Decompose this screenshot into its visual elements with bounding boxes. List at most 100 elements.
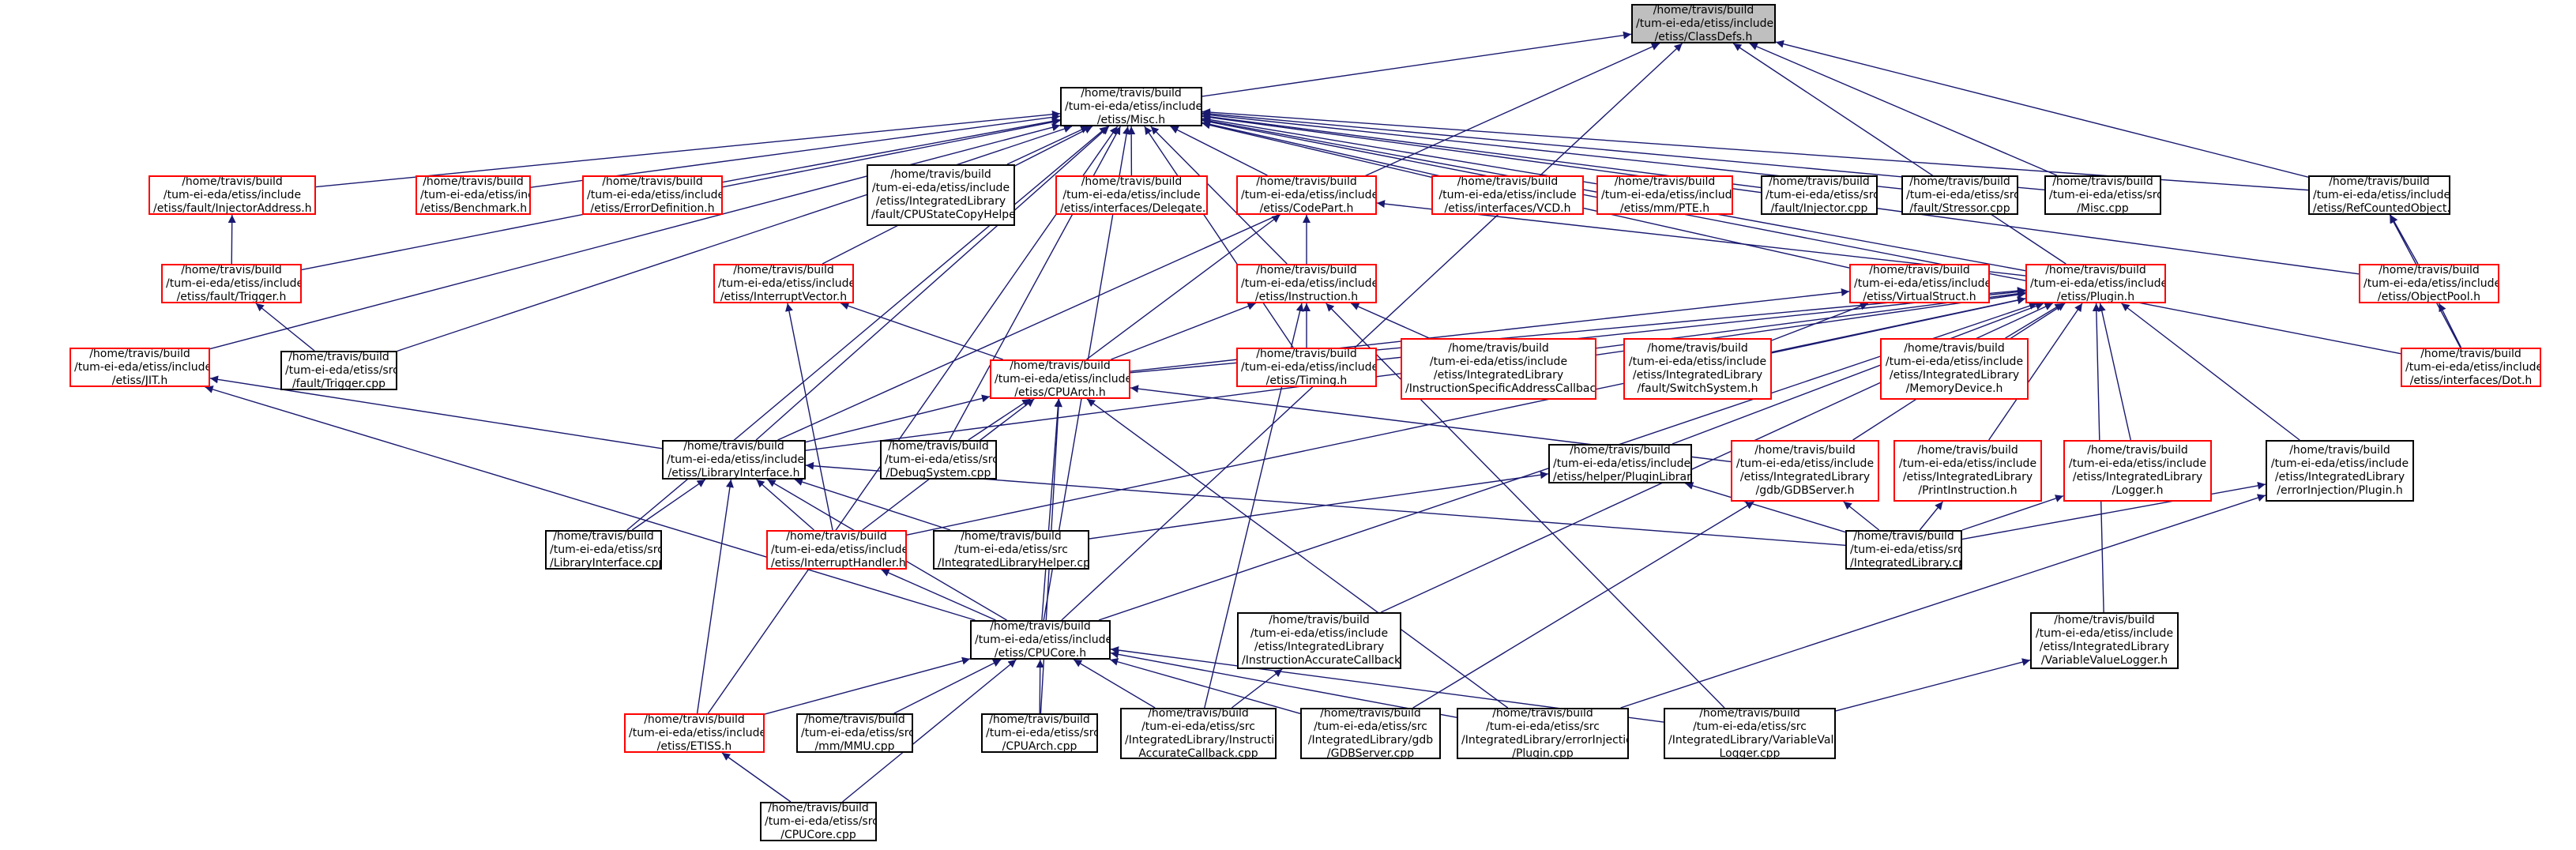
file-node-logger-h[interactable]: /home/travis/build/tum-ei-eda/etiss/incl…: [2063, 440, 2212, 502]
file-node-injector-cpp[interactable]: /home/travis/build/tum-ei-eda/etiss/src/…: [1761, 175, 1878, 215]
file-node-isacallback[interactable]: /home/travis/build/tum-ei-eda/etiss/incl…: [1401, 338, 1596, 400]
file-node-label-line: /tum-ei-eda/etiss/include: [420, 188, 529, 201]
file-node-dot-h[interactable]: /home/travis/build/tum-ei-eda/etiss/incl…: [2401, 348, 2541, 387]
include-edge: [315, 110, 1061, 188]
file-node-label-line: /etiss/Plugin.h: [2056, 290, 2135, 303]
file-node-memorydevice[interactable]: /home/travis/build/tum-ei-eda/etiss/incl…: [1880, 338, 2029, 400]
file-node-label-line: /home/travis/build: [768, 802, 869, 814]
file-node-cpuarch-cpp[interactable]: /home/travis/build/tum-ei-eda/etiss/src/…: [981, 713, 1098, 753]
file-node-pluginlibrary[interactable]: /home/travis/build/tum-ei-eda/etiss/incl…: [1548, 444, 1692, 483]
file-node-label-line: /etiss/InterruptHandler.h: [771, 556, 906, 570]
include-edge: [722, 117, 1061, 183]
file-node-plugin-h[interactable]: /home/travis/build/tum-ei-eda/etiss/incl…: [2025, 264, 2166, 303]
file-node-label-line: /etiss/Benchmark.h: [420, 201, 528, 215]
file-node-label-line: /Plugin.cpp: [1512, 747, 1574, 759]
include-edge: [881, 569, 996, 621]
file-node-gdbserver-cpp[interactable]: /home/travis/build/tum-ei-eda/etiss/src/…: [1300, 708, 1441, 759]
file-node-misc-cpp[interactable]: /home/travis/build/tum-ei-eda/etiss/src/…: [2044, 175, 2161, 215]
file-node-label-line: /etiss/IntegratedLibrary: [875, 195, 1006, 208]
file-node-integratedlibrary-cpp[interactable]: /home/travis/build/tum-ei-eda/etiss/src/…: [1845, 530, 1962, 570]
include-edge: [631, 479, 706, 531]
file-node-label-line: /tum-ei-eda/etiss/src: [550, 543, 662, 556]
file-node-label-line: /tum-ei-eda/etiss/src: [986, 726, 1098, 739]
file-node-printinstruction[interactable]: /home/travis/build/tum-ei-eda/etiss/incl…: [1893, 440, 2042, 502]
file-node-iacallback-h[interactable]: /home/travis/build/tum-ei-eda/etiss/incl…: [1237, 612, 1401, 669]
file-node-errinj-plugin-cpp[interactable]: /home/travis/build/tum-ei-eda/etiss/src/…: [1457, 708, 1629, 759]
file-node-cpucore-h[interactable]: /home/travis/build/tum-ei-eda/etiss/incl…: [970, 620, 1111, 660]
file-node-label-line: /tum-ei-eda/etiss/src: [2049, 188, 2161, 201]
include-edge: [1073, 659, 1156, 709]
file-node-label-line: /home/travis/build: [288, 351, 389, 363]
file-node-interrupthandler[interactable]: /home/travis/build/tum-ei-eda/etiss/incl…: [766, 530, 907, 570]
file-node-cpuarch-h[interactable]: /home/travis/build/tum-ei-eda/etiss/incl…: [990, 359, 1130, 399]
file-node-libraryinterface-h[interactable]: /home/travis/build/tum-ei-eda/etiss/incl…: [662, 440, 806, 480]
include-edge: [756, 479, 814, 531]
include-edge: [1685, 482, 1846, 533]
file-node-label-line: /tum-ei-eda/etiss/include: [2068, 457, 2207, 470]
file-node-delegate[interactable]: /home/travis/build/tum-ei-eda/etiss/incl…: [1055, 175, 1208, 215]
file-node-errordefinition[interactable]: /home/travis/build/tum-ei-eda/etiss/incl…: [582, 175, 723, 215]
include-edge: [1086, 214, 1280, 360]
file-node-label-line: /home/travis/build: [2087, 444, 2188, 457]
include-edge: [794, 478, 951, 531]
file-node-injectoraddress[interactable]: /home/travis/build/tum-ei-eda/etiss/incl…: [149, 175, 316, 215]
include-edge: [1111, 302, 1256, 360]
file-node-objectpool[interactable]: /home/travis/build/tum-ei-eda/etiss/incl…: [2359, 264, 2499, 303]
include-edge: [209, 375, 663, 449]
file-node-label-line: /VariableValueLogger.h: [2040, 654, 2168, 667]
file-node-label-line: /etiss/CodePart.h: [1259, 201, 1354, 215]
file-node-label-line: /home/travis/build: [1699, 708, 1800, 720]
file-node-etiss-h[interactable]: /home/travis/build/tum-ei-eda/etiss/incl…: [624, 713, 765, 753]
file-node-debugsystem-cpp[interactable]: /home/travis/build/tum-ei-eda/etiss/src/…: [880, 440, 997, 480]
file-node-variablevaluelogger-cpp[interactable]: /home/travis/build/tum-ei-eda/etiss/src/…: [1664, 708, 1836, 759]
file-node-virtualstruct[interactable]: /home/travis/build/tum-ei-eda/etiss/incl…: [1849, 264, 1990, 303]
include-edge: [255, 303, 315, 352]
file-node-label-line: /InstructionAccurateCallback.h: [1242, 654, 1401, 667]
file-node-cpustatecopy[interactable]: /home/travis/build/tum-ei-eda/etiss/incl…: [867, 164, 1015, 226]
file-node-variablevaluelogger-h[interactable]: /home/travis/build/tum-ei-eda/etiss/incl…: [2030, 612, 2179, 669]
file-node-integratedlibraryhelper[interactable]: /home/travis/build/tum-ei-eda/etiss/src/…: [933, 530, 1089, 570]
file-node-label-line: /etiss/CPUArch.h: [1014, 386, 1106, 399]
file-node-label-line: /home/travis/build: [1256, 348, 1357, 360]
file-node-codepart[interactable]: /home/travis/build/tum-ei-eda/etiss/incl…: [1236, 175, 1377, 215]
file-node-errinj-plugin-h[interactable]: /home/travis/build/tum-ei-eda/etiss/incl…: [2266, 440, 2414, 502]
file-node-label-line: /home/travis/build: [890, 168, 991, 181]
file-node-label-line: /tum-ei-eda/etiss/include: [74, 360, 210, 374]
file-node-trigger-cpp[interactable]: /home/travis/build/tum-ei-eda/etiss/src/…: [280, 351, 397, 390]
include-edge: [1961, 495, 2064, 531]
file-node-timing[interactable]: /home/travis/build/tum-ei-eda/etiss/incl…: [1236, 348, 1377, 387]
file-node-label-line: /LibraryInterface.cpp: [550, 556, 662, 570]
file-node-label-line: /etiss/IntegratedLibrary: [2039, 641, 2170, 653]
file-node-label-line: /home/travis/build: [2420, 348, 2521, 360]
file-node-instruction-h[interactable]: /home/travis/build/tum-ei-eda/etiss/incl…: [1236, 264, 1377, 303]
file-node-benchmark[interactable]: /home/travis/build/tum-ei-eda/etiss/incl…: [416, 175, 531, 215]
include-edge: [1144, 126, 1294, 348]
file-node-vcd[interactable]: /home/travis/build/tum-ei-eda/etiss/incl…: [1431, 175, 1584, 215]
file-node-label-line: /etiss/InterruptVector.h: [720, 290, 848, 303]
file-node-label-line: /IntegratedLibrary/gdb: [1307, 733, 1434, 747]
file-node-stressor-cpp[interactable]: /home/travis/build/tum-ei-eda/etiss/src/…: [1901, 175, 2018, 215]
file-node-gdbserver-h[interactable]: /home/travis/build/tum-ei-eda/etiss/incl…: [1731, 440, 1879, 502]
file-node-refcounted[interactable]: /home/travis/build/tum-ei-eda/etiss/incl…: [2308, 175, 2450, 215]
file-node-label-line: /Logger.h: [2112, 484, 2164, 497]
file-node-iacallback-cpp[interactable]: /home/travis/build/tum-ei-eda/etiss/src/…: [1120, 708, 1277, 759]
file-node-jit-h[interactable]: /home/travis/build/tum-ei-eda/etiss/incl…: [70, 348, 210, 387]
file-node-label-line: /home/travis/build: [644, 713, 745, 726]
file-node-mmu-cpp[interactable]: /home/travis/build/tum-ei-eda/etiss/src/…: [796, 713, 913, 753]
file-node-label-line: /tum-ei-eda/etiss/include: [667, 453, 805, 466]
file-node-label-line: /etiss/Misc.h: [1096, 113, 1166, 126]
file-node-label-line: /tum-ei-eda/etiss/include: [1885, 355, 2024, 368]
include-edge: [785, 303, 833, 531]
file-node-cpucore-cpp[interactable]: /home/travis/build/tum-ei-eda/etiss/src/…: [760, 802, 877, 841]
file-node-misc-h[interactable]: /home/travis/build/tum-ei-eda/etiss/incl…: [1060, 87, 1202, 126]
file-node-libraryinterface-cpp[interactable]: /home/travis/build/tum-ei-eda/etiss/src/…: [545, 530, 662, 570]
file-node-trigger-h[interactable]: /home/travis/build/tum-ei-eda/etiss/incl…: [161, 264, 302, 303]
file-node-label-line: /home/travis/build: [2289, 444, 2390, 457]
file-node-classdefs[interactable]: /home/travis/build/tum-ei-eda/etiss/incl…: [1631, 4, 1776, 43]
file-node-switchsystem[interactable]: /home/travis/build/tum-ei-eda/etiss/incl…: [1623, 338, 1772, 400]
include-edge: [840, 302, 1003, 360]
file-node-interruptvector[interactable]: /home/travis/build/tum-ei-eda/etiss/incl…: [713, 264, 854, 303]
file-node-pte[interactable]: /home/travis/build/tum-ei-eda/etiss/incl…: [1596, 175, 1733, 215]
